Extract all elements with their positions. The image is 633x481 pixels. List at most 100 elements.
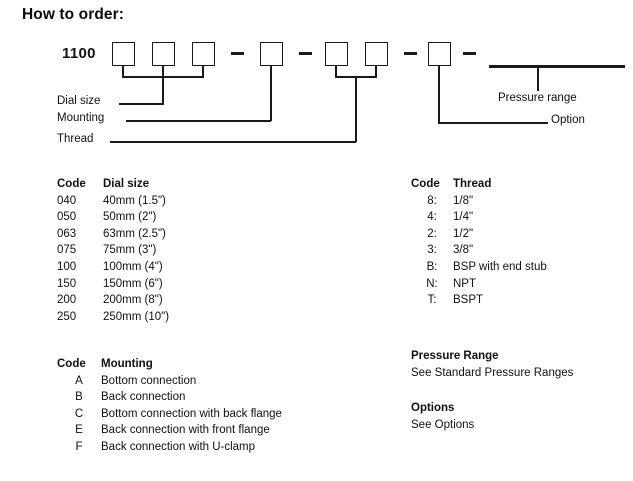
table-row: 050 50mm (2") <box>57 209 169 226</box>
code-box-option[interactable] <box>428 42 451 66</box>
leader-label-thread: Thread <box>57 133 94 145</box>
cell-thread: 1/4" <box>453 211 474 224</box>
code-box-dial-size-2[interactable] <box>152 42 175 66</box>
code-box-thread-2[interactable] <box>365 42 388 66</box>
leader-run-mounting <box>126 120 271 122</box>
cell-code: 100 <box>57 260 77 273</box>
cell-thread: 1/2" <box>453 227 474 240</box>
cell-code: E <box>75 424 83 437</box>
leader-label-mounting: Mounting <box>57 112 105 124</box>
cell-code: 150 <box>57 277 77 290</box>
table-row: 8: 1/8" <box>411 193 547 210</box>
column-header-code: Code <box>57 178 86 190</box>
cell-code: 075 <box>57 244 77 257</box>
cell-dial-size: 100mm (4") <box>103 260 163 273</box>
table-row: N: NPT <box>411 276 547 293</box>
code-box-mounting[interactable] <box>260 42 283 66</box>
cell-mounting: Back connection with U-clamp <box>101 440 256 453</box>
table-row: 150 150mm (6") <box>57 276 169 293</box>
table-row: 3: 3/8" <box>411 242 547 259</box>
code-separator-dash-4 <box>463 52 476 55</box>
cell-mounting: Bottom connection with back flange <box>101 407 282 420</box>
cell-code: C <box>74 407 84 420</box>
cell-thread: 1/8" <box>453 194 474 207</box>
code-box-thread-1[interactable] <box>325 42 348 66</box>
leader-run-thread <box>110 141 356 143</box>
cell-code: 250 <box>57 310 77 323</box>
table-row: 250 250mm (10") <box>57 309 169 326</box>
cell-code: 3: <box>427 244 437 257</box>
table-row: T: BSPT <box>411 292 547 309</box>
series-number-label: 1100 <box>62 45 96 62</box>
cell-code: F <box>75 440 83 453</box>
code-box-dial-size-3[interactable] <box>192 42 215 66</box>
table-row: E Back connection with front flange <box>57 422 282 439</box>
cell-code: 050 <box>57 211 77 224</box>
column-header-dial-size: Dial size <box>103 178 150 190</box>
table-row: 063 63mm (2.5") <box>57 226 169 243</box>
cell-dial-size: 75mm (3") <box>103 244 157 257</box>
bracket-stub-dial-2 <box>162 66 164 77</box>
table-row: B Back connection <box>57 389 282 406</box>
code-field-pressure-range[interactable] <box>489 65 625 68</box>
options-note-title: Options <box>411 402 455 414</box>
cell-dial-size: 150mm (6") <box>103 277 163 290</box>
table-row: 100 100mm (4") <box>57 259 169 276</box>
column-header-code: Code <box>411 178 440 190</box>
cell-code: 200 <box>57 294 77 307</box>
cell-dial-size: 63mm (2.5") <box>103 227 166 240</box>
table-row: C Bottom connection with back flange <box>57 406 282 423</box>
table-row: 075 75mm (3") <box>57 242 169 259</box>
table-row: A Bottom connection <box>57 373 282 390</box>
cell-thread: BSP with end stub <box>453 260 547 273</box>
pressure-range-note-body: See Standard Pressure Ranges <box>411 366 574 379</box>
cell-thread: BSPT <box>453 294 484 307</box>
mounting-table-header: Code Mounting <box>57 356 282 373</box>
cell-dial-size: 40mm (1.5") <box>103 194 166 207</box>
bracket-stub-dial-1 <box>122 66 124 77</box>
code-separator-dash-3 <box>404 52 417 55</box>
leader-label-dial-size: Dial size <box>57 95 101 107</box>
thread-table: Code Thread 8: 1/8" 4: 1/4" 2: 1/2" 3: 3… <box>411 176 547 309</box>
code-separator-dash-1 <box>231 52 244 55</box>
cell-code: N: <box>426 277 438 290</box>
table-row: 040 40mm (1.5") <box>57 193 169 210</box>
cell-code: 4: <box>427 211 437 224</box>
order-code-diagram: 1100 Dial size Mounting Thread Option Pr… <box>0 0 633 160</box>
table-row: B: BSP with end stub <box>411 259 547 276</box>
cell-code: B: <box>426 260 438 273</box>
cell-code: B <box>75 391 83 404</box>
cell-code: 2: <box>427 227 437 240</box>
leader-drop-pressure-range <box>537 68 539 91</box>
mounting-table: Code Mounting A Bottom connection B Back… <box>57 356 282 456</box>
cell-dial-size: 250mm (10") <box>103 310 170 323</box>
table-row: 4: 1/4" <box>411 209 547 226</box>
cell-thread: NPT <box>453 277 476 290</box>
leader-run-dial-size <box>119 103 164 105</box>
cell-mounting: Back connection <box>101 391 186 404</box>
cell-mounting: Bottom connection <box>101 374 197 387</box>
leader-drop-option <box>438 66 440 123</box>
table-row: 200 200mm (8") <box>57 292 169 309</box>
cell-code: T: <box>427 294 437 307</box>
bracket-stub-thread-1 <box>335 66 337 77</box>
leader-drop-dial-size <box>162 76 164 104</box>
cell-code: 040 <box>57 194 77 207</box>
column-header-mounting: Mounting <box>101 358 153 370</box>
options-note: Options See Options <box>411 400 474 433</box>
bracket-stub-thread-2 <box>375 66 377 77</box>
cell-dial-size: 200mm (8") <box>103 294 163 307</box>
leader-drop-mounting <box>270 66 272 121</box>
table-row: F Back connection with U-clamp <box>57 439 282 456</box>
leader-label-pressure-range: Pressure range <box>498 92 577 104</box>
leader-label-option: Option <box>551 114 585 126</box>
bracket-stub-dial-3 <box>202 66 204 77</box>
column-header-code: Code <box>57 358 86 370</box>
dial-size-table: Code Dial size 040 40mm (1.5") 050 50mm … <box>57 176 169 325</box>
page-title: How to order: <box>22 6 125 23</box>
leader-drop-thread <box>355 76 357 142</box>
code-box-dial-size-1[interactable] <box>112 42 135 66</box>
pressure-range-note-title: Pressure Range <box>411 350 499 362</box>
dial-size-table-header: Code Dial size <box>57 176 169 193</box>
options-note-body: See Options <box>411 418 475 431</box>
